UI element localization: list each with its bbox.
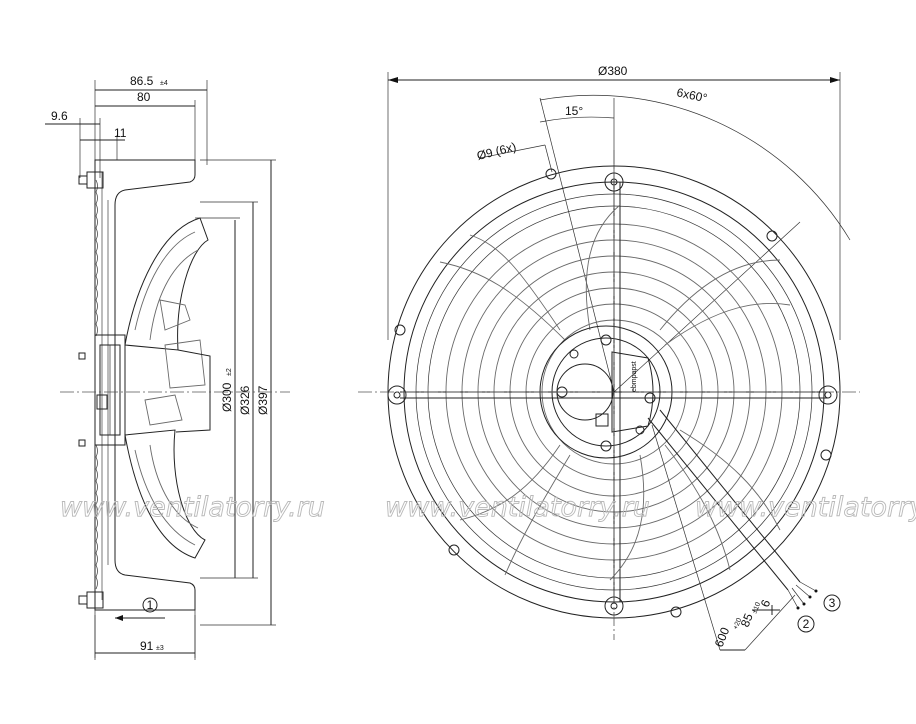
dim-326-label: Ø326: [238, 385, 252, 415]
dim-9-6-label: 9.6: [51, 109, 68, 123]
dim-300-tol: ±2: [226, 368, 233, 376]
dim-holes-label: Ø9 (6x): [475, 140, 517, 163]
callout-circle-2: [797, 615, 815, 633]
callout-3: 3: [829, 596, 836, 610]
dim-11-label: 11: [114, 126, 127, 140]
callout-circle-1: [142, 597, 158, 613]
callout-circle-3: [823, 594, 841, 612]
cable-600-label: 600: [712, 625, 733, 649]
cable-85-label: 85: [738, 611, 756, 629]
mount-hole: [394, 324, 406, 336]
mount-hole: [670, 606, 682, 618]
cable-85-tol: ±10: [751, 601, 762, 615]
mount-hole: [545, 168, 557, 180]
watermark-group: www.ventilatorry.ru www.ventilatorry.ru …: [60, 492, 916, 524]
dim-397-label: Ø397: [256, 385, 270, 415]
dim-91-label: 91: [140, 639, 154, 653]
mount-hole: [820, 449, 832, 461]
dim-300-label: Ø300: [220, 382, 234, 412]
dim-15-label: 15°: [565, 104, 583, 118]
dim-80-label: 80: [137, 90, 151, 104]
cable-600-tol: +20: [732, 617, 743, 631]
cable-6-label: 6: [758, 597, 774, 609]
watermark-text: www.ventilatorry.ru: [385, 492, 650, 523]
mount-hole: [766, 230, 778, 242]
mount-hole: [448, 544, 460, 556]
arc-15: [539, 116, 615, 123]
dim-6x60-label: 6x60°: [675, 85, 708, 105]
dim-86-5-tol: ±4: [160, 80, 168, 87]
dim-380-label: Ø380: [598, 64, 628, 78]
dim-86-5-label: 86.5: [130, 74, 154, 88]
motor-brand-label: ebmpapst: [631, 361, 638, 392]
watermark-text: www.ventilatorry.ru: [60, 492, 325, 523]
arc-6x60: [539, 94, 851, 241]
watermark-text: www.ventilatorry.ru: [695, 492, 916, 523]
callout-2: 2: [803, 617, 810, 631]
side-view: 1 86.5 ±4 80 9.6 11 91 ±3 Ø300 ±2 Ø326 Ø…: [45, 74, 290, 660]
callout-1: 1: [147, 598, 154, 612]
dim-91-tol: ±3: [156, 645, 164, 652]
front-view: Ø380 6x60° 15° Ø9 (6x): [358, 64, 860, 651]
